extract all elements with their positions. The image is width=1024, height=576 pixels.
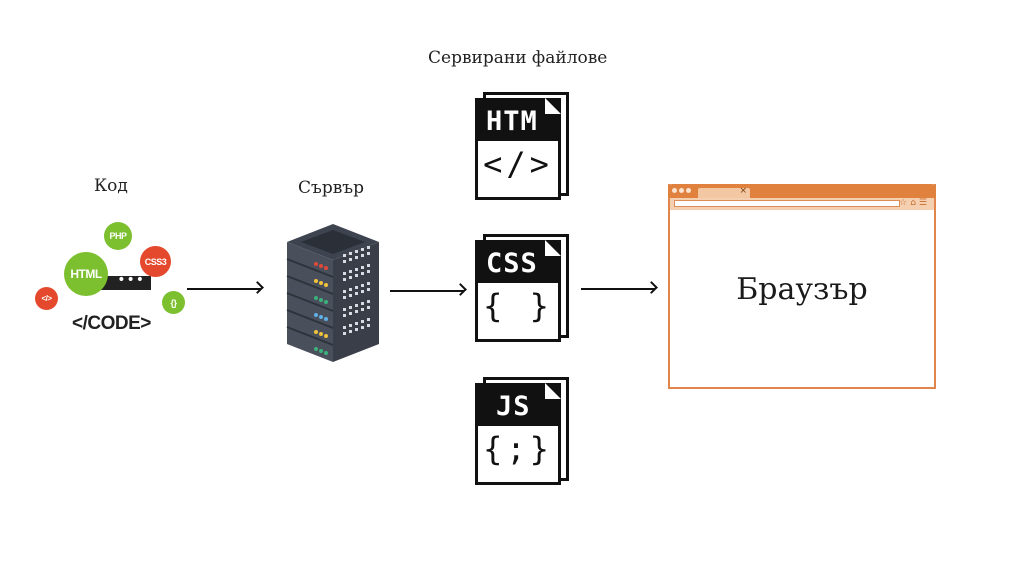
file-fold <box>545 98 561 114</box>
file-type-label: JS <box>478 386 558 426</box>
browser-window: × ☆⌂☰ Браузър <box>668 184 936 389</box>
window-dot-icon <box>672 188 677 193</box>
file-type-label: CSS <box>478 243 558 283</box>
label-served-files: Сервирани файлове <box>428 48 608 68</box>
browser-nav-bar: ☆⌂☰ <box>670 198 934 210</box>
window-dot-icon <box>686 188 691 193</box>
code-dots: ••• <box>117 272 145 288</box>
file-glyph: </> <box>483 145 553 183</box>
file-front-sheet: CSS { } <box>475 240 561 342</box>
label-code: Код <box>94 176 128 196</box>
browser-tab: × <box>698 186 750 198</box>
file-icon-html: HTM </> <box>475 92 571 200</box>
browser-label: Браузър <box>736 272 868 307</box>
arrow-server-to-files <box>390 290 464 292</box>
file-icon-css: CSS { } <box>475 234 571 342</box>
file-fold <box>545 383 561 399</box>
css3-badge: CSS3 <box>140 246 171 277</box>
file-glyph: { } <box>483 287 553 325</box>
html-badge: HTML <box>64 252 108 296</box>
server-icon <box>286 224 379 362</box>
tab-close-icon: × <box>739 186 747 196</box>
file-type-label: HTM <box>478 101 558 141</box>
php-badge: PHP <box>104 222 132 250</box>
file-fold <box>545 240 561 256</box>
file-glyph: {;} <box>483 430 553 468</box>
browser-toolbar-icons: ☆⌂☰ <box>899 198 930 208</box>
label-server: Сървър <box>298 178 364 198</box>
code-caption: </CODE> <box>72 313 151 334</box>
arrow-files-to-browser <box>581 288 655 290</box>
browser-title-bar: × <box>668 184 936 198</box>
window-dot-icon <box>679 188 684 193</box>
file-icon-js: JS {;} <box>475 377 571 485</box>
arrow-code-to-server <box>187 288 261 290</box>
file-front-sheet: JS {;} <box>475 383 561 485</box>
browser-url-bar <box>674 200 900 207</box>
code-icon: ••• PHP HTML CSS3 </> {} </CODE> <box>30 215 195 340</box>
braces-badge: {} <box>162 291 185 314</box>
file-front-sheet: HTM </> <box>475 98 561 200</box>
tag-badge: </> <box>35 287 58 310</box>
